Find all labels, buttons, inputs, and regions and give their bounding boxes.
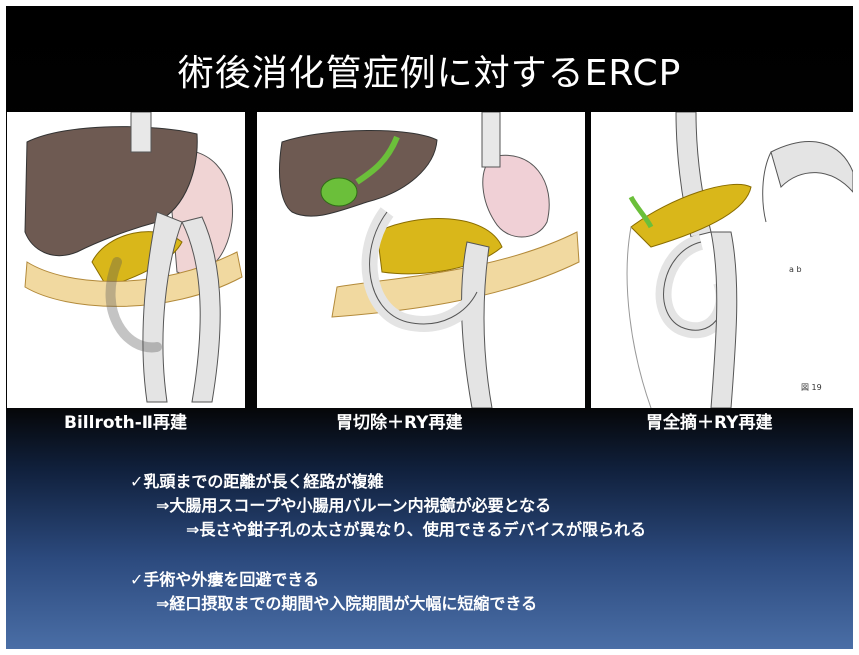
figure-label-ab: a b [789, 265, 802, 274]
illustration-billroth-ii [7, 112, 245, 408]
bullet-1-sub-1: ⇒大腸用スコープや小腸用バルーン内視鏡が必要となる [156, 496, 552, 515]
anatomy-illustration-3: a b 図 19 [626, 112, 853, 408]
caption-total-gastrectomy-ry: 胃全摘＋RY再建 [646, 413, 773, 433]
bullet-2-sub-1: ⇒経口摂取までの期間や入院期間が大幅に短縮できる [156, 594, 538, 613]
bullet-1-sub-2: ⇒長さや鉗子孔の太さが異なり、使用できるデバイスが限られる [186, 520, 646, 539]
caption-gastrectomy-ry: 胃切除＋RY再建 [336, 413, 463, 433]
bullet-1: ✓乳頭までの距離が長く経路が複雑 [130, 472, 384, 491]
caption-billroth-ii: Billroth-Ⅱ再建 [64, 413, 187, 433]
slide-title: 術後消化管症例に対するERCP [177, 53, 682, 94]
figure-number-label: 図 19 [801, 383, 822, 392]
illustration-gastrectomy-ry [257, 112, 585, 408]
anatomy-illustration-1 [24, 112, 243, 403]
illustration-total-gastrectomy-ry: a b 図 19 [591, 112, 853, 408]
anatomy-illustration-2 [278, 112, 580, 408]
slide: 術後消化管症例に対するERCP [6, 6, 853, 649]
bullet-2: ✓手術や外瘻を回避できる [130, 570, 320, 589]
